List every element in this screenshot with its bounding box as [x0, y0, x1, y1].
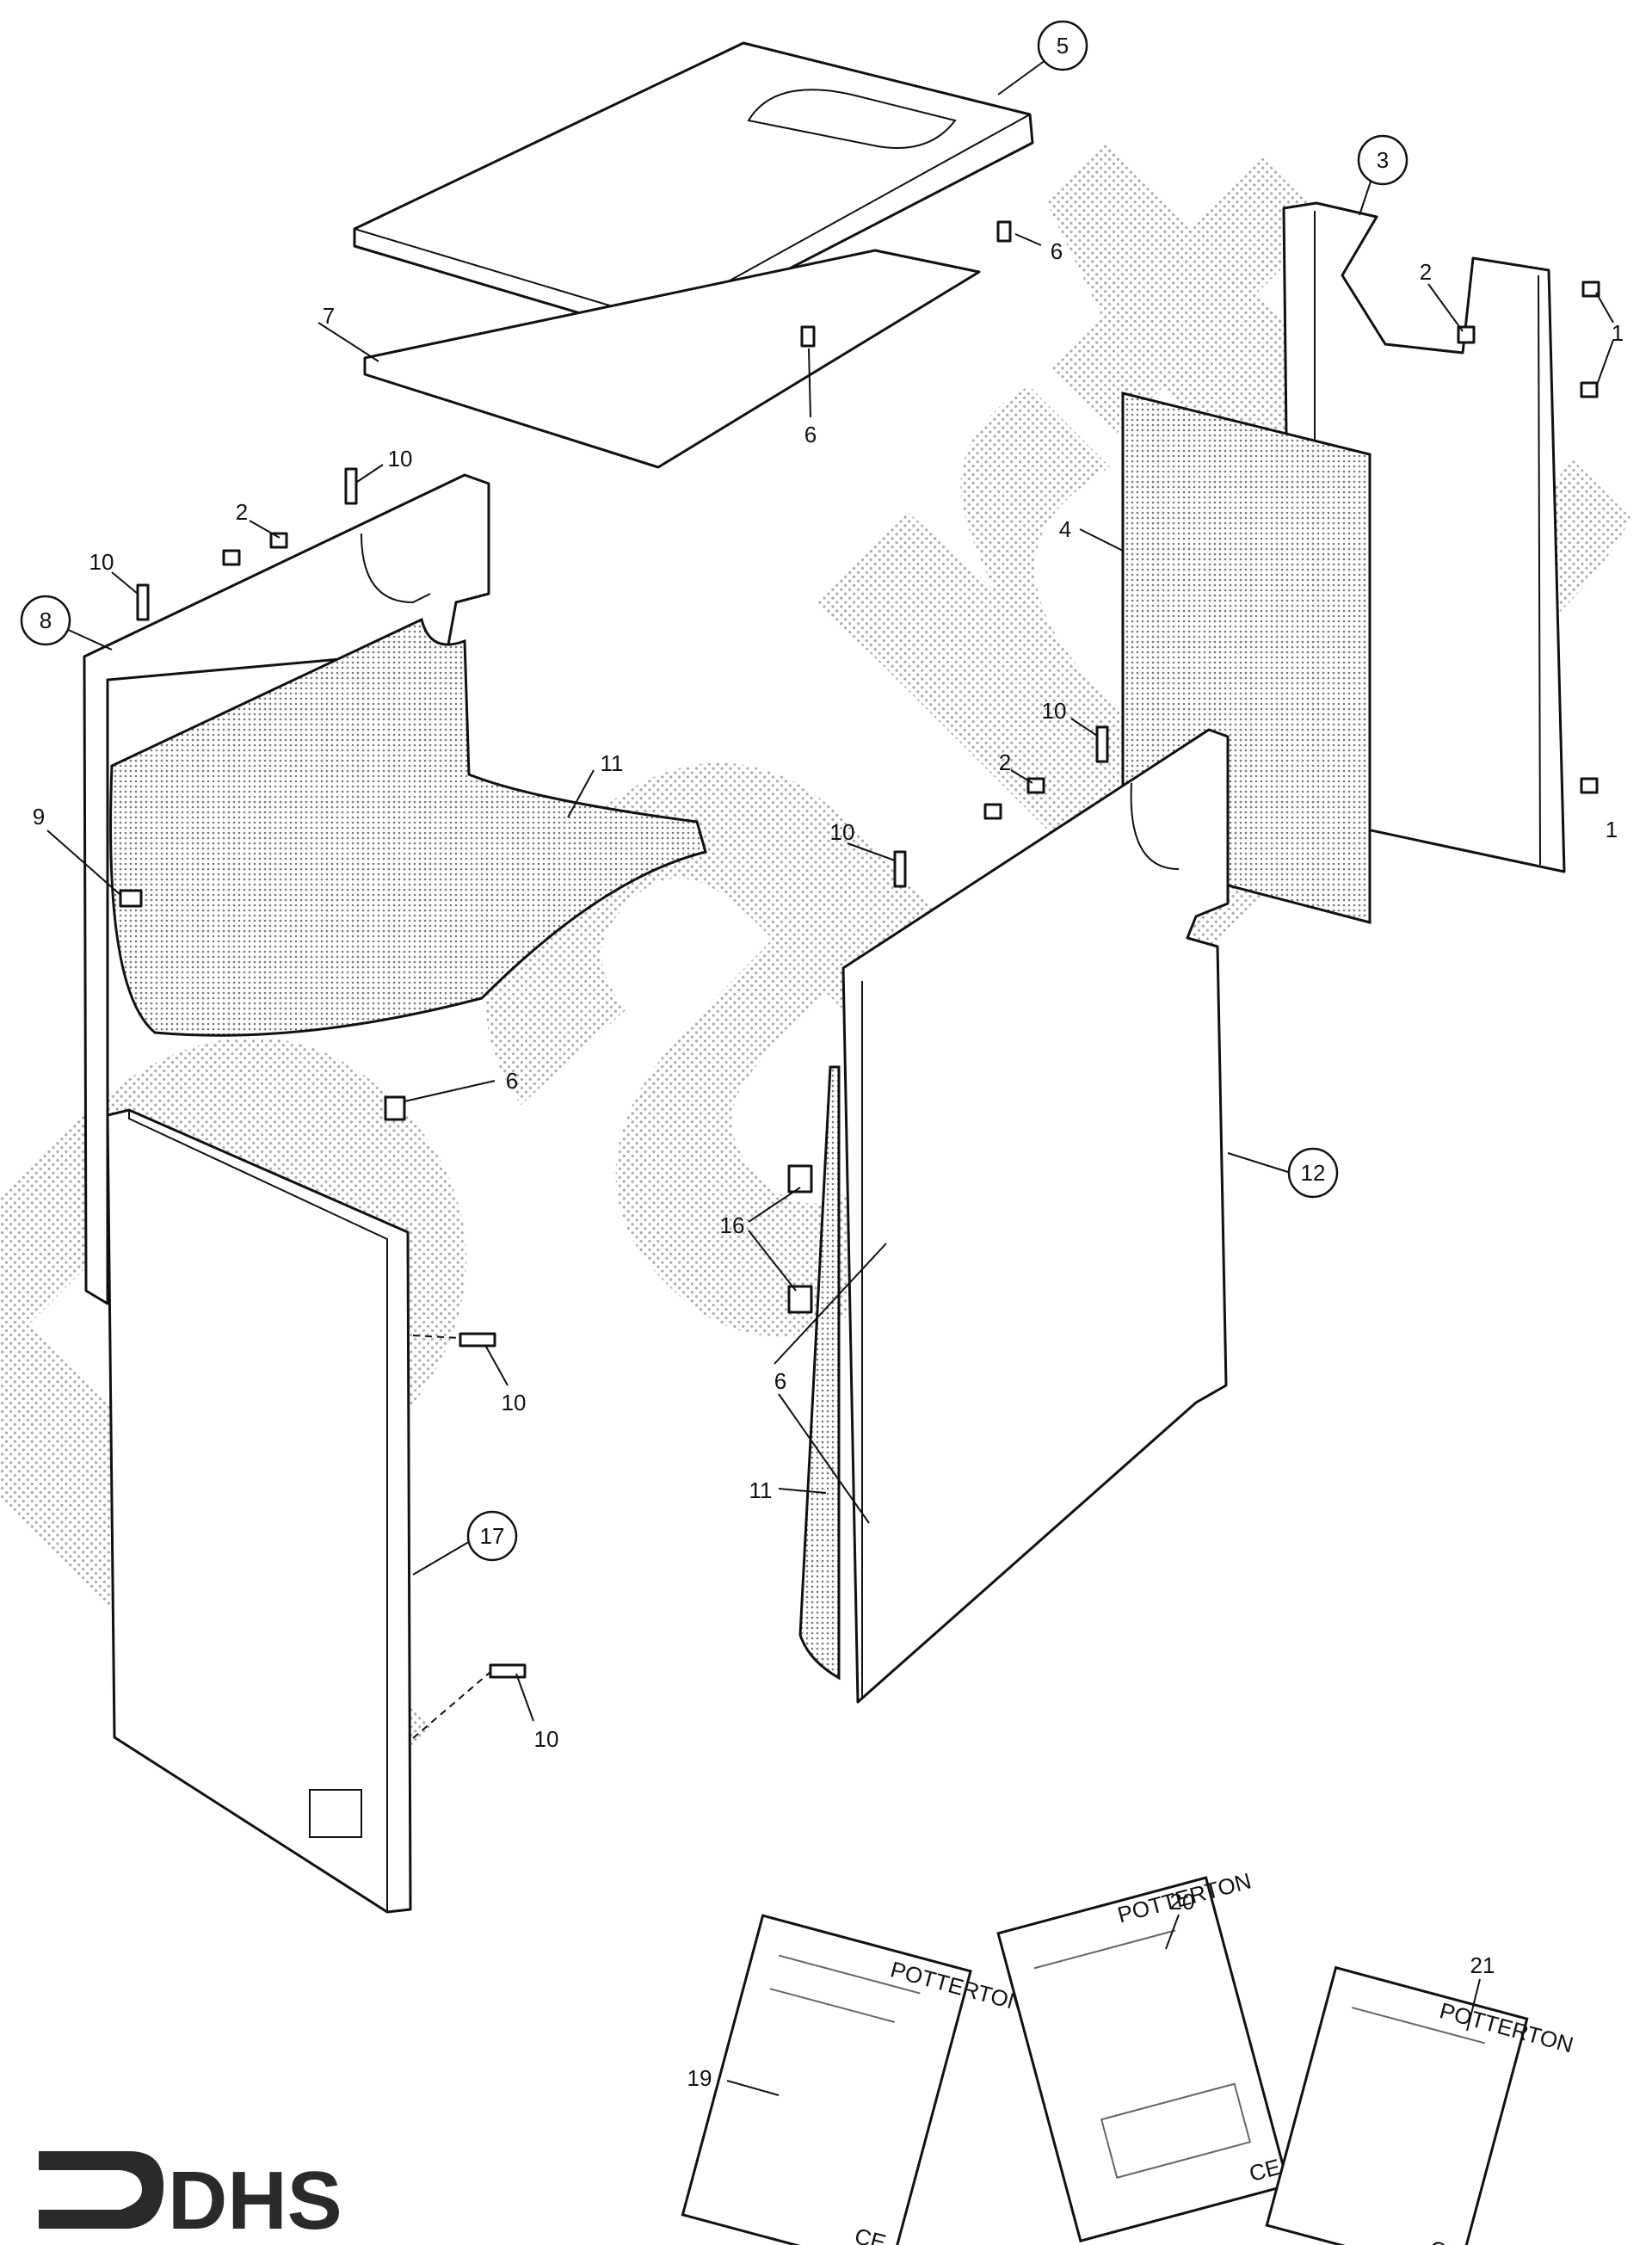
label-10: 10 [89, 549, 114, 575]
part-labels: 6 7 2 1 1 6 10 2 10 4 11 9 10 2 10 6 16 … [33, 238, 1624, 2091]
label-6: 6 [774, 1368, 786, 1394]
label-3: 3 [1377, 147, 1389, 173]
dhs-logo: DHS [39, 2151, 342, 2245]
label-21: 21 [1470, 1952, 1495, 1978]
label-11: 11 [749, 1477, 773, 1503]
leader-lines [46, 59, 1614, 2096]
front-door-part-17 [106, 1108, 412, 1914]
label-1: 1 [1612, 320, 1624, 346]
label-10: 10 [1042, 698, 1067, 724]
label-6: 6 [804, 422, 817, 447]
fixings [119, 220, 1600, 1679]
label-10: 10 [388, 446, 413, 472]
label-2: 2 [1420, 259, 1432, 285]
svg-text:CE: CE [1427, 2236, 1464, 2245]
label-11: 11 [601, 750, 624, 776]
dhs-logo-text: DHS [168, 2155, 342, 2245]
documents: POTTERTON CE POTTERTON CE POTTERTON CE [681, 1867, 1576, 2245]
label-5: 5 [1057, 33, 1069, 59]
label-6: 6 [506, 1068, 518, 1094]
label-7: 7 [323, 303, 335, 329]
circled-labels: 5 3 8 12 17 [20, 20, 1409, 1562]
label-6: 6 [1051, 238, 1063, 264]
label-19: 19 [687, 2065, 712, 2091]
label-10: 10 [502, 1390, 527, 1415]
insulation-part-11-right [798, 1065, 841, 1681]
top-insulation-part-7 [363, 249, 981, 469]
label-10: 10 [534, 1726, 559, 1752]
label-4: 4 [1059, 516, 1071, 542]
label-12: 12 [1301, 1160, 1326, 1186]
label-8: 8 [40, 608, 52, 633]
label-1: 1 [1606, 817, 1618, 842]
dhs-logo-mark [39, 2151, 163, 2229]
label-2: 2 [236, 499, 248, 525]
left-frame-part-8 [83, 473, 490, 1305]
label-17: 17 [480, 1523, 505, 1549]
label-9: 9 [33, 804, 45, 830]
right-side-panel-part-12 [798, 728, 1230, 1704]
label-20: 20 [1170, 1889, 1195, 1915]
document-part-19: POTTERTON CE [681, 1914, 1027, 2245]
label-2: 2 [999, 749, 1011, 775]
label-16: 16 [720, 1212, 745, 1238]
base-insulation-part-11 [109, 617, 707, 1037]
document-part-21: POTTERTON CE [1265, 1965, 1576, 2245]
label-10: 10 [830, 819, 855, 845]
